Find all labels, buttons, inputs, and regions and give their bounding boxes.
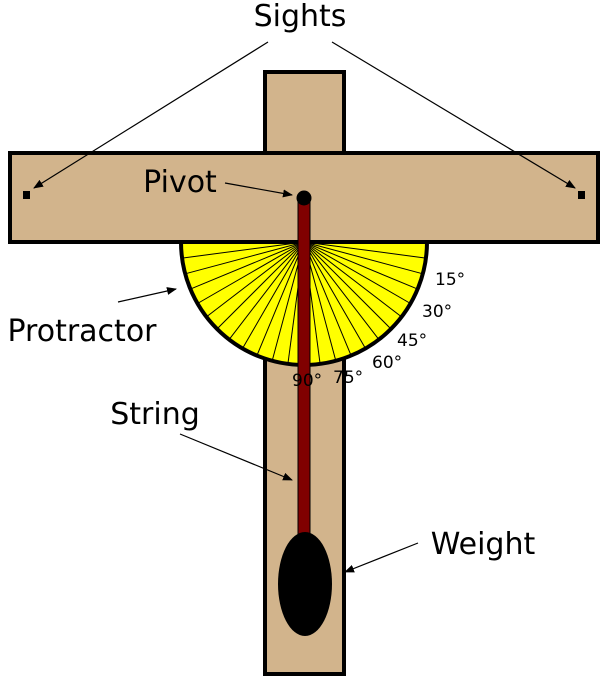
- pivot-dot-icon: [296, 190, 312, 206]
- protractor-tick: [303, 241, 418, 290]
- protractor-tick: [303, 241, 423, 275]
- protractor-tick: [303, 241, 392, 330]
- degree-label-15: 15°: [435, 270, 465, 290]
- protractor-tick: [303, 241, 411, 304]
- pointer-lines: [33, 41, 576, 573]
- degree-label-90: 90°: [292, 371, 322, 391]
- pivot-label: Pivot: [143, 165, 217, 200]
- protractor-tick: [303, 241, 352, 356]
- protractor-tick: [256, 241, 305, 356]
- degree-label-75: 75°: [333, 368, 363, 388]
- protractor-tick: [303, 241, 402, 318]
- string: [297, 198, 311, 540]
- weight-label: Weight: [431, 527, 536, 562]
- protractor-tick: [228, 241, 305, 340]
- protractor-tick: [182, 241, 305, 259]
- degree-label-45: 45°: [397, 331, 427, 351]
- protractor-tick: [242, 241, 305, 349]
- sight-marker-icon: [578, 191, 585, 199]
- protractor-tick: [216, 241, 305, 330]
- string-label: String: [110, 397, 200, 432]
- sight-marker-icon: [23, 191, 30, 199]
- degree-label-60: 60°: [372, 353, 402, 373]
- protractor-tick: [303, 241, 380, 340]
- degree-label-30: 30°: [422, 302, 452, 322]
- protractor-tick: [303, 241, 426, 259]
- protractor-tick: [303, 241, 366, 349]
- protractor-ticks: [182, 241, 426, 365]
- protractor-label: Protractor: [7, 314, 157, 349]
- protractor-tick: [197, 241, 305, 304]
- sights-label: Sights: [254, 0, 347, 34]
- protractor-tick: [190, 241, 305, 290]
- protractor-tick: [206, 241, 305, 318]
- protractor-tick: [185, 241, 305, 275]
- weight-icon: [278, 532, 332, 636]
